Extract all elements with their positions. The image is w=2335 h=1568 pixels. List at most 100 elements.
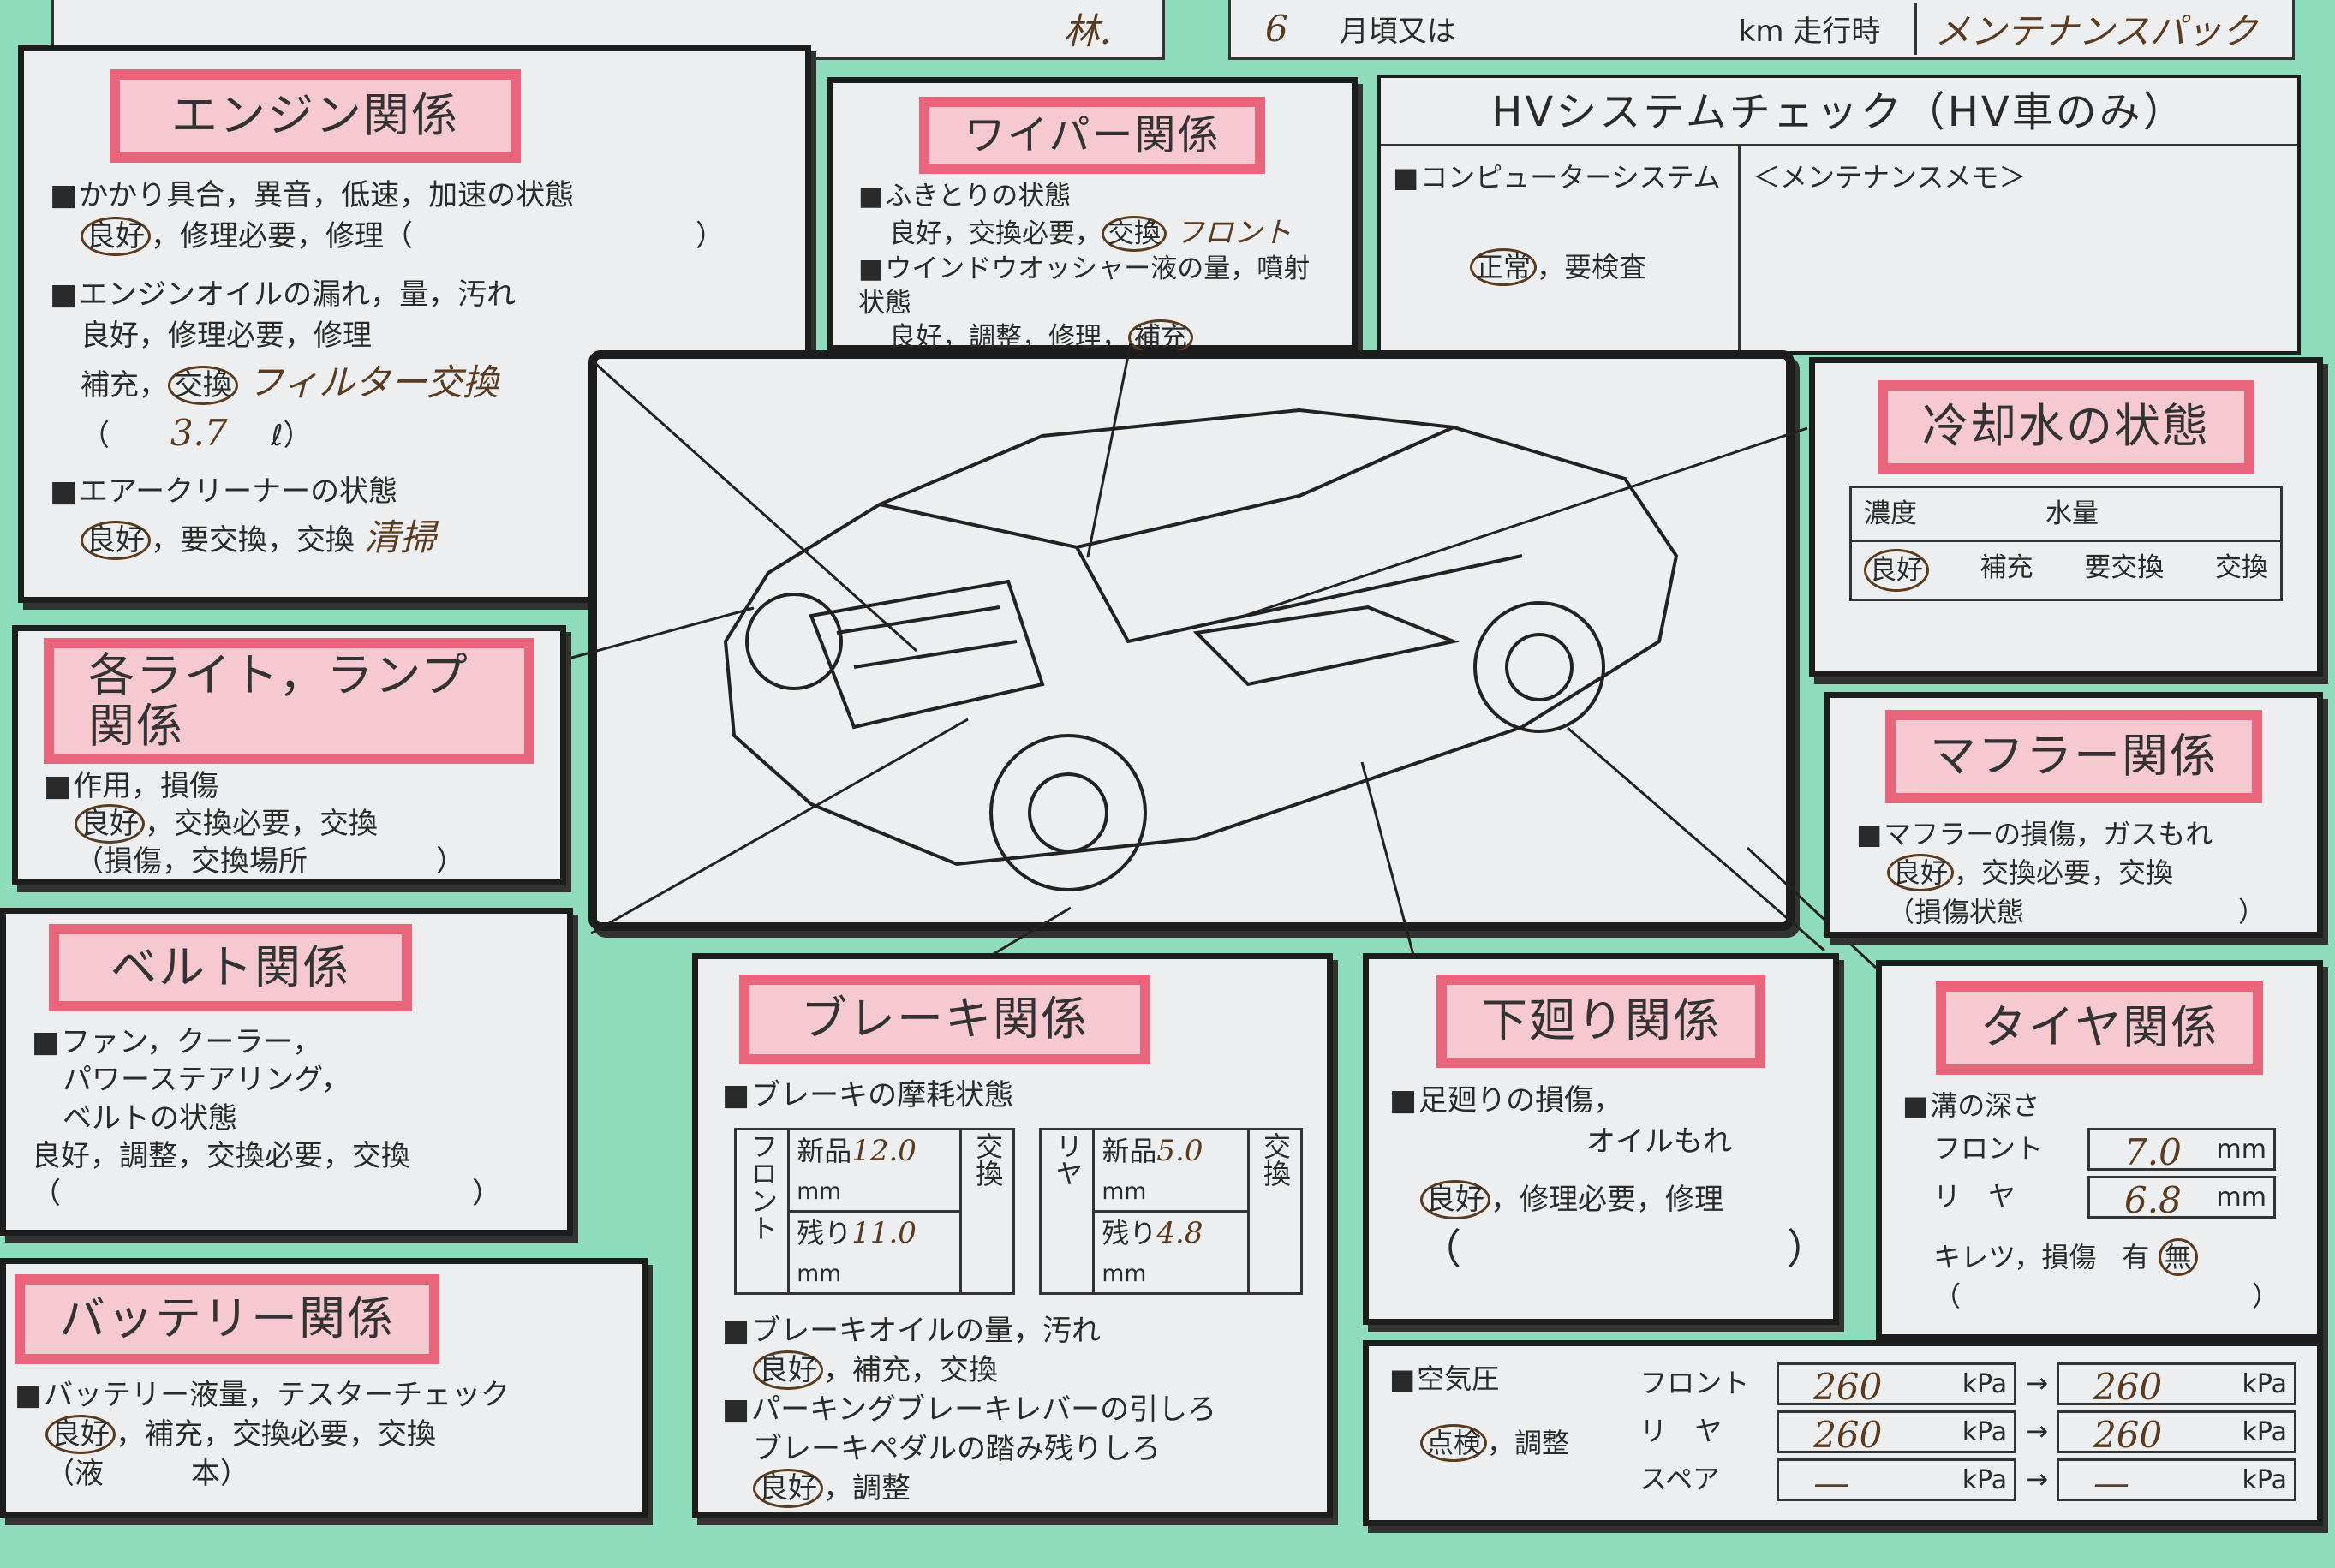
- brake-title: ブレーキ関係: [739, 975, 1150, 1064]
- lights-item: 作用，損傷: [44, 767, 534, 805]
- coolant-need-exchange: 要交換: [2084, 551, 2165, 583]
- brake-oil-options: ，補充，交換: [823, 1352, 998, 1387]
- refill-label: 補充，: [81, 367, 168, 402]
- front-depth-value: 7.0: [2124, 1131, 2182, 1174]
- parking-brake-item: パーキングブレーキレバーの引しろ: [722, 1391, 1303, 1430]
- spare-label: スペア: [1639, 1463, 1720, 1496]
- belt-item: ファン，クーラー，: [32, 1023, 541, 1061]
- battery-fluid-line: （液 本）: [45, 1456, 249, 1491]
- hv-normal-circled: 正常: [1470, 248, 1538, 287]
- exchange-circled: 交換: [168, 365, 238, 405]
- arrow: →: [2025, 1367, 2048, 1400]
- unit: mm: [1102, 1177, 1147, 1205]
- oil-leak-label: オイルもれ: [1586, 1124, 1732, 1159]
- new-label: 新品: [1102, 1134, 1157, 1167]
- exchange-label: 交換: [958, 1127, 1016, 1295]
- unit: kPa: [1962, 1465, 2008, 1495]
- crack-yes: 有: [2122, 1241, 2150, 1274]
- front-handwritten: フロント: [1174, 215, 1292, 250]
- hv-computer-system: コンピューターシステム: [1393, 158, 1726, 197]
- front-new-value: 12.0: [851, 1133, 917, 1168]
- crack-no-circled: 無: [2158, 1238, 2198, 1277]
- unit: kPa: [1962, 1369, 2008, 1399]
- front-remain-value: 11.0: [851, 1215, 917, 1250]
- brake-oil-item: ブレーキオイルの量，汚れ: [722, 1312, 1303, 1351]
- aircleaner-good-circled: 良好: [81, 521, 151, 561]
- rear-label: リ ヤ: [1933, 1180, 2016, 1213]
- air-pressure-item: 空気圧: [1389, 1360, 1639, 1398]
- paren: ）: [2252, 1279, 2280, 1313]
- muffler-title: マフラー関係: [1885, 710, 2262, 803]
- brake-oil-good-circled: 良好: [753, 1350, 823, 1390]
- washer-refill-circled: 補充: [1128, 319, 1193, 356]
- car-illustration: [723, 408, 1679, 891]
- undercarriage-section: 下廻り関係 足廻りの損傷， オイルもれ 良好，修理必要，修理 （）: [1363, 953, 1839, 1325]
- maintenance-memo: ＜メンテナンスメモ＞: [1753, 161, 2027, 194]
- pedal-item: ブレーキペダルの踏み残りしろ: [753, 1431, 1161, 1466]
- engine-title: エンジン関係: [110, 69, 521, 163]
- paren: ）: [1787, 1225, 1829, 1274]
- month-label: 月頃又は: [1339, 15, 1456, 49]
- paren: ）: [436, 844, 465, 879]
- coolant-refill: 補充: [1980, 551, 2033, 583]
- arrow: →: [2025, 1415, 2048, 1448]
- month-handwritten: 6: [1265, 8, 1288, 50]
- wiper-item-washer: ウインドウオッシャー液の量，噴射状態: [858, 252, 1326, 321]
- remain-label: 残り: [797, 1216, 852, 1249]
- battery-section: バッテリー関係 バッテリー液量，テスターチェック 良好，補充，交換必要，交換 （…: [0, 1258, 648, 1518]
- hv-title: HVシステムチェック（HV車のみ）: [1381, 78, 2297, 146]
- under-good-circled: 良好: [1420, 1180, 1490, 1220]
- wiper-section: ワイパー関係 ふきとりの状態 良好，交換必要，交換 フロント ウインドウオッシャ…: [827, 77, 1358, 391]
- arrow: →: [2025, 1463, 2048, 1496]
- parking-good-circled: 良好: [753, 1468, 823, 1508]
- belt-line2: パワーステアリング，: [63, 1063, 350, 1098]
- paren: ）: [472, 1176, 501, 1211]
- wiper-exchange-circled: 交換: [1102, 215, 1167, 252]
- coolant-exchange: 交換: [2214, 551, 2268, 583]
- unit: mm: [797, 1177, 842, 1205]
- header-schedule-cell: 6 月頃又は km 走行時 メンテナンスパック: [1228, 0, 2295, 60]
- unit: kPa: [2242, 1369, 2288, 1399]
- unit: kPa: [2242, 1417, 2288, 1447]
- rear-after: 260: [2093, 1414, 2163, 1456]
- car-diagram: [588, 350, 1795, 931]
- filter-handwritten: フィルター交換: [247, 361, 499, 403]
- unit: mm: [2216, 1135, 2266, 1166]
- front-label: フロント: [1933, 1132, 2044, 1166]
- lights-good-circled: 良好: [75, 803, 145, 844]
- coolant-section: 冷却水の状態 濃度水量 良好補充要交換交換: [1809, 357, 2323, 677]
- name-handwritten: 林.: [1063, 10, 1111, 52]
- under-options: ，修理必要，修理: [1490, 1183, 1723, 1218]
- unit: mm: [2216, 1183, 2266, 1213]
- belt-title: ベルト関係: [49, 924, 412, 1012]
- aircleaner-options: ，要交換，交換: [151, 523, 355, 558]
- lights-title: 各ライト，ランプ関係: [44, 638, 534, 764]
- wiper-title: ワイパー関係: [919, 97, 1265, 175]
- rear-depth-value: 6.8: [2124, 1179, 2182, 1222]
- muffler-section: マフラー関係 マフラーの損傷，ガスもれ 良好，交換必要，交換 （損傷状態）: [1824, 692, 2323, 938]
- engine-start-good-circled: 良好: [81, 216, 151, 256]
- spare-before: —: [1813, 1462, 1850, 1504]
- battery-good-circled: 良好: [45, 1414, 116, 1454]
- lights-damage-line: （損傷，交換場所: [75, 844, 308, 879]
- rear-remain-value: 4.8: [1156, 1215, 1203, 1250]
- engine-item-oil: エンジンオイルの漏れ，量，汚れ: [50, 274, 779, 315]
- rear-new-value: 5.0: [1156, 1133, 1203, 1168]
- engine-item-aircleaner: エアークリーナーの状態: [50, 471, 779, 512]
- muffler-options: ，交換必要，交換: [1954, 856, 2174, 890]
- cleaning-handwritten: 清掃: [363, 516, 436, 559]
- muffler-item: マフラーの損傷，ガスもれ: [1856, 815, 2291, 854]
- paren: ）: [696, 218, 725, 253]
- paren: （: [1933, 1279, 1962, 1313]
- belt-options: ，調整，交換必要，交換: [90, 1138, 410, 1173]
- concentration-label: 濃度: [1864, 498, 1917, 529]
- pack-handwritten: メンテナンスパック: [1914, 3, 2258, 55]
- hv-section: HVシステムチェック（HV車のみ） コンピューターシステム 正常，要検査 ＜メン…: [1377, 75, 2301, 355]
- muffler-good-circled: 良好: [1887, 854, 1955, 892]
- lights-section: 各ライト，ランプ関係 作用，損傷 良好，交換必要，交換 （損傷，交換場所）: [12, 625, 566, 885]
- paren: （: [32, 1176, 61, 1211]
- battery-options: ，補充，交換必要，交換: [116, 1416, 436, 1452]
